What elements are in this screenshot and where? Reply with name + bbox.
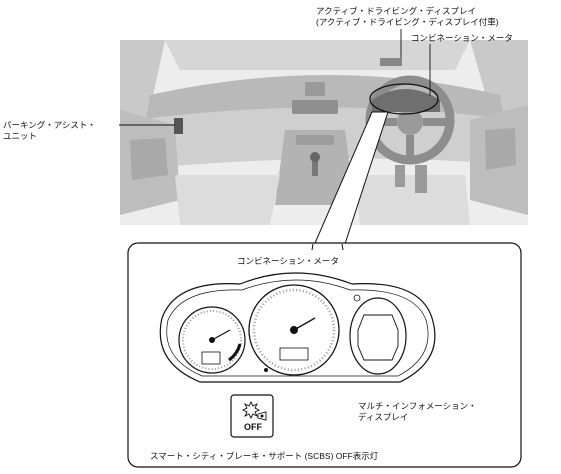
scbs-off-indicator-icon: OFF <box>230 394 274 438</box>
label-combination-meter-detail: コンビネーション・メータ <box>237 256 339 266</box>
label-active-driving-display-note: (アクティブ・ドライビング・ディスプレイ付車) <box>316 17 499 27</box>
tachometer-gauge <box>178 306 246 374</box>
combination-meter-detail <box>159 272 436 383</box>
label-parking-assist-unit-line2: ユニット <box>3 131 38 141</box>
label-scbs-off-indicator: スマート・シティ・ブレーキ・サポート (SCBS) OFF表示灯 <box>150 451 379 461</box>
speedometer-gauge <box>248 284 340 376</box>
label-multi-info-display-line2: ディスプレイ <box>358 412 409 422</box>
multi-info-display-panel <box>349 294 407 375</box>
label-combination-meter: コンビネーション・メータ <box>411 33 513 43</box>
label-parking-assist-unit: パーキング・アシスト・ <box>3 120 96 130</box>
scbs-off-icon-text: OFF <box>244 422 262 432</box>
label-multi-info-display: マルチ・インフォメーション・ <box>358 401 477 411</box>
label-active-driving-display: アクティブ・ドライビング・ディスプレイ <box>316 6 476 16</box>
car-interior-illustration <box>120 40 528 225</box>
